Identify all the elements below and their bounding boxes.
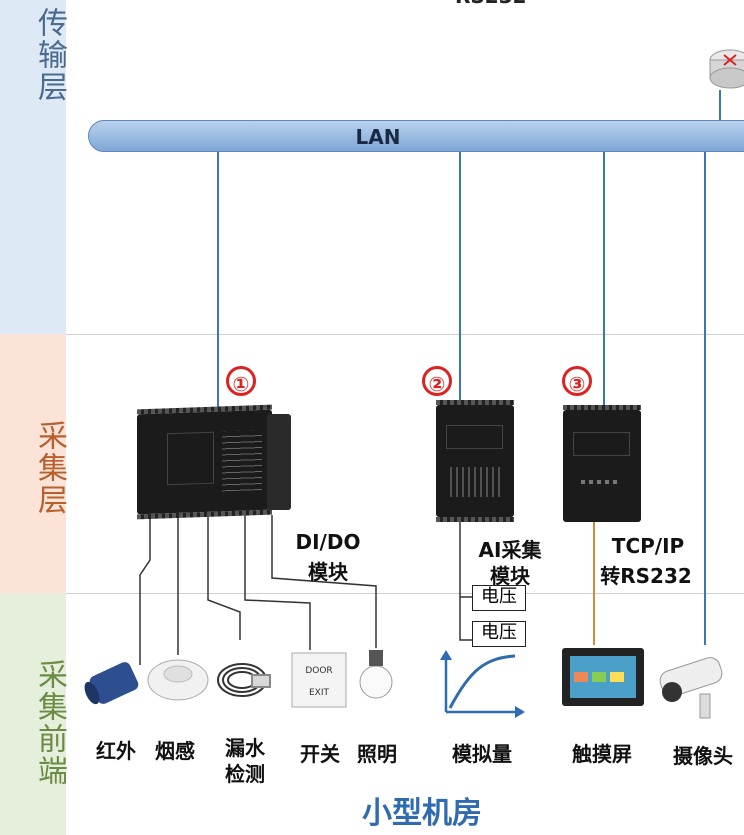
dido-label-line2: 模块 bbox=[308, 560, 348, 584]
diagram-title: 小型机房 bbox=[362, 796, 482, 831]
collection-layer-band bbox=[0, 334, 66, 593]
collection-layer-label: 采集层 bbox=[32, 420, 67, 516]
door-sign-line2: EXIT bbox=[308, 688, 329, 698]
marker-2: ② bbox=[422, 366, 452, 396]
lan-label: LAN bbox=[355, 125, 401, 149]
smoke-detector-icon bbox=[147, 659, 209, 701]
label-leak-line1: 漏水 bbox=[225, 736, 265, 760]
frontend-layer-band bbox=[0, 593, 66, 835]
ai-label-line2: 模块 bbox=[490, 564, 530, 588]
transport-layer-label: 传输层 bbox=[32, 7, 67, 103]
label-lighting: 照明 bbox=[357, 742, 397, 766]
layer-divider-1 bbox=[66, 334, 744, 335]
label-leak-line2: 检测 bbox=[225, 762, 265, 786]
layer-divider-2 bbox=[66, 593, 744, 594]
ai-label-line1: AI采集 bbox=[478, 538, 542, 562]
tcp-label-line1: TCP/IP bbox=[611, 534, 685, 558]
ai-module-device bbox=[436, 400, 514, 522]
top-partial-label: RS232 bbox=[455, 0, 527, 8]
label-touchscreen: 触摸屏 bbox=[572, 742, 632, 766]
transport-layer-band bbox=[0, 0, 66, 334]
door-exit-switch-icon bbox=[291, 652, 347, 708]
tcp-label-line2: 转RS232 bbox=[600, 564, 692, 588]
label-camera: 摄像头 bbox=[673, 744, 733, 768]
touchscreen-icon bbox=[562, 648, 644, 706]
camera-icon bbox=[659, 657, 723, 719]
label-analog: 模拟量 bbox=[452, 742, 512, 766]
marker-3: ③ bbox=[562, 366, 592, 396]
frontend-layer-label: 采集前端 bbox=[32, 659, 67, 787]
label-smoke: 烟感 bbox=[155, 739, 195, 763]
label-switch: 开关 bbox=[300, 742, 340, 766]
infrared-sensor-icon bbox=[84, 662, 139, 705]
door-sign-line1: DOOR bbox=[305, 666, 333, 676]
voltage-box-1: 电压 bbox=[472, 585, 526, 611]
marker-1: ① bbox=[226, 366, 256, 396]
light-bulb-icon bbox=[359, 650, 393, 699]
water-leak-icon bbox=[217, 663, 271, 697]
dido-label-line1: DI/DO bbox=[295, 530, 361, 554]
lan-bus: LAN bbox=[88, 120, 744, 152]
dido-module-side-terminals bbox=[267, 414, 291, 510]
label-infrared: 红外 bbox=[96, 739, 136, 763]
voltage-box-2: 电压 bbox=[472, 621, 526, 647]
tcp-rs232-device bbox=[563, 405, 641, 522]
